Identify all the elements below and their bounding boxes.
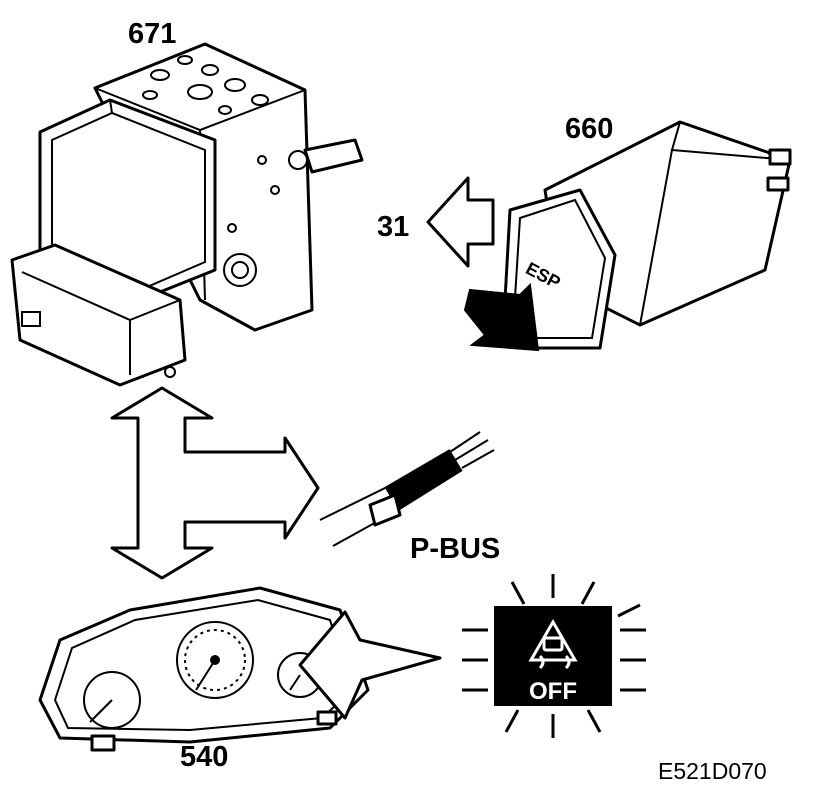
bus-arrows	[110, 386, 320, 580]
bus-label: P-BUS	[410, 533, 500, 565]
lamp-off-text: OFF	[529, 678, 577, 705]
abs-unit-number: 671	[128, 18, 176, 50]
figure-code: E521D070	[658, 758, 767, 784]
skid-car-icon	[528, 619, 578, 670]
esp-switch: ESP	[503, 120, 792, 350]
pbus-cable	[319, 431, 495, 547]
esp-off-warning-lamp: OFF	[462, 574, 646, 738]
abs-control-unit	[10, 42, 364, 387]
switch-signal-number: 31	[377, 211, 409, 243]
cluster-number: 540	[180, 741, 228, 773]
instrument-cluster	[38, 586, 370, 752]
esp-switch-number: 660	[565, 113, 613, 145]
press-arrow	[463, 282, 540, 352]
switch-signal-arrow	[426, 176, 495, 268]
lamp-arrow	[298, 610, 442, 720]
